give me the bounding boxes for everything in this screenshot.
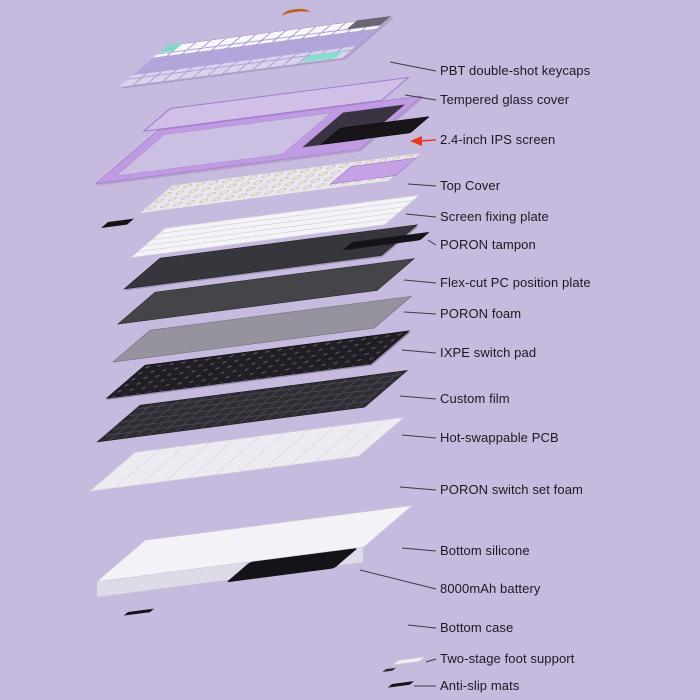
leader-screen-fixing-plate bbox=[405, 213, 437, 218]
red-arrow-icon bbox=[410, 136, 437, 146]
layer-foot-support bbox=[391, 656, 426, 666]
layer-poron-tampon-left bbox=[101, 218, 134, 228]
anti-slip-mat-left bbox=[123, 608, 154, 616]
label-pcb: Hot-swappable PCB bbox=[440, 430, 559, 445]
leader-switch-foam bbox=[399, 486, 437, 491]
label-screen-fixing-plate: Screen fixing plate bbox=[440, 209, 549, 224]
leader-pcb bbox=[401, 434, 437, 439]
label-flex-cut-plate: Flex-cut PC position plate bbox=[440, 275, 591, 290]
anti-slip-mat-right bbox=[387, 681, 414, 688]
leader-poron-tampon bbox=[427, 239, 437, 246]
foot-support-nub bbox=[382, 667, 396, 672]
top-cover-key-cutout bbox=[115, 112, 332, 177]
esc-keycap bbox=[158, 43, 183, 53]
leader-flex-cut-plate bbox=[403, 279, 437, 284]
label-bottom-case: Bottom case bbox=[440, 620, 514, 635]
leader-battery bbox=[359, 569, 437, 590]
label-bottom-silicone: Bottom silicone bbox=[440, 543, 530, 558]
label-anti-slip-mats: Anti-slip mats bbox=[440, 678, 520, 693]
leader-top-cover bbox=[407, 183, 437, 187]
leader-keycaps bbox=[389, 61, 437, 72]
label-glass-cover: Tempered glass cover bbox=[440, 92, 570, 107]
arrow-keycap-group bbox=[300, 50, 344, 63]
label-poron-foam: PORON foam bbox=[440, 306, 522, 321]
leader-poron-foam bbox=[403, 311, 437, 315]
cable-charm bbox=[281, 7, 311, 22]
label-ips-screen: 2.4-inch IPS screen bbox=[440, 132, 556, 147]
layer-keycaps bbox=[119, 15, 393, 87]
label-switch-foam: PORON switch set foam bbox=[440, 482, 583, 497]
label-poron-tampon: PORON tampon bbox=[440, 237, 536, 252]
label-foot-support: Two-stage foot support bbox=[440, 651, 575, 666]
label-custom-film: Custom film bbox=[440, 391, 510, 406]
leader-foot-support bbox=[425, 658, 437, 663]
leader-bottom-silicone bbox=[401, 547, 437, 552]
leader-ixpe-pad bbox=[401, 349, 437, 354]
label-ixpe-pad: IXPE switch pad bbox=[440, 345, 537, 360]
dark-keycap-group bbox=[346, 16, 391, 30]
screen-fixing-bezel bbox=[329, 157, 417, 185]
leader-bottom-case bbox=[407, 624, 437, 629]
label-battery: 8000mAh battery bbox=[440, 581, 541, 596]
label-top-cover: Top Cover bbox=[440, 178, 501, 193]
label-keycaps: PBT double-shot keycaps bbox=[440, 63, 591, 78]
leader-custom-film bbox=[399, 395, 437, 400]
